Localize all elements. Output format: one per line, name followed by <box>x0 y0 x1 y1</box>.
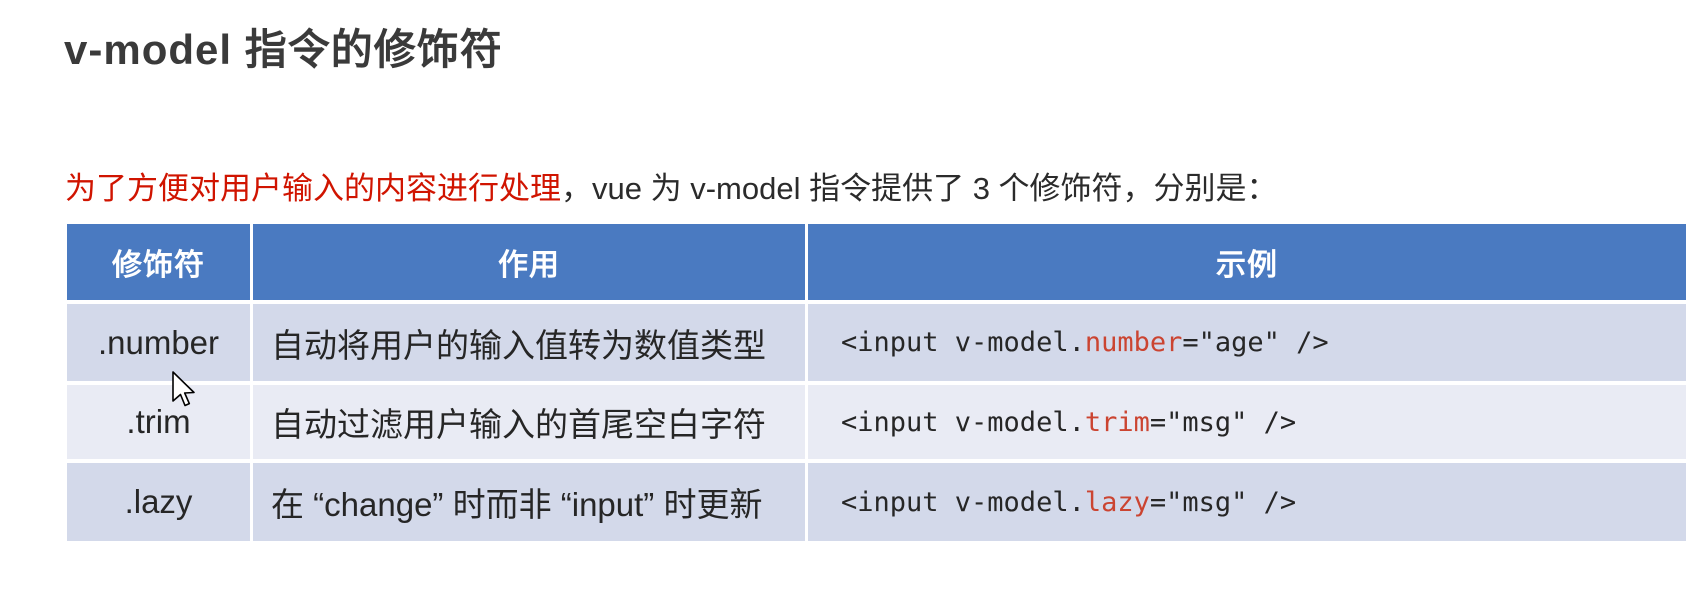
intro-highlight: 为了方便对用户输入的内容进行处理 <box>65 171 561 206</box>
code-keyword: lazy <box>1084 486 1150 518</box>
code-prefix: <input v-model. <box>841 406 1085 438</box>
col-header-effect: 作用 <box>253 224 805 300</box>
code-prefix: <input v-model. <box>841 486 1085 518</box>
page-title: v-model 指令的修饰符 <box>64 26 503 73</box>
cell-example-lazy: <input v-model.lazy="msg" /> <box>808 463 1686 541</box>
code-suffix: ="msg" /> <box>1149 486 1297 518</box>
cell-effect-number: 自动将用户的输入值转为数值类型 <box>253 304 805 381</box>
cell-modifier-number: .number <box>67 304 250 381</box>
modifiers-table: 修饰符 作用 示例 .number 自动将用户的输入值转为数值类型 <input… <box>67 224 1686 541</box>
code-keyword: number <box>1084 327 1183 358</box>
cell-example-number: <input v-model.number="age" /> <box>808 304 1686 381</box>
cell-modifier-trim: .trim <box>67 385 250 459</box>
col-header-modifier: 修饰符 <box>67 224 250 300</box>
code-suffix: ="msg" /> <box>1149 406 1297 438</box>
code-suffix: ="age" /> <box>1182 327 1329 358</box>
cell-modifier-lazy: .lazy <box>67 463 250 541</box>
col-header-example: 示例 <box>808 224 1686 300</box>
intro-text: 为了方便对用户输入的内容进行处理，vue 为 v-model 指令提供了 3 个… <box>65 163 1278 208</box>
code-prefix: <input v-model. <box>841 327 1085 358</box>
intro-rest: ，vue 为 v-model 指令提供了 3 个修饰符，分别是： <box>561 171 1278 206</box>
cell-effect-lazy: 在 “change” 时而非 “input” 时更新 <box>253 463 805 541</box>
cell-effect-trim: 自动过滤用户输入的首尾空白字符 <box>253 385 805 459</box>
cell-example-trim: <input v-model.trim="msg" /> <box>808 385 1686 459</box>
code-keyword: trim <box>1084 406 1150 438</box>
